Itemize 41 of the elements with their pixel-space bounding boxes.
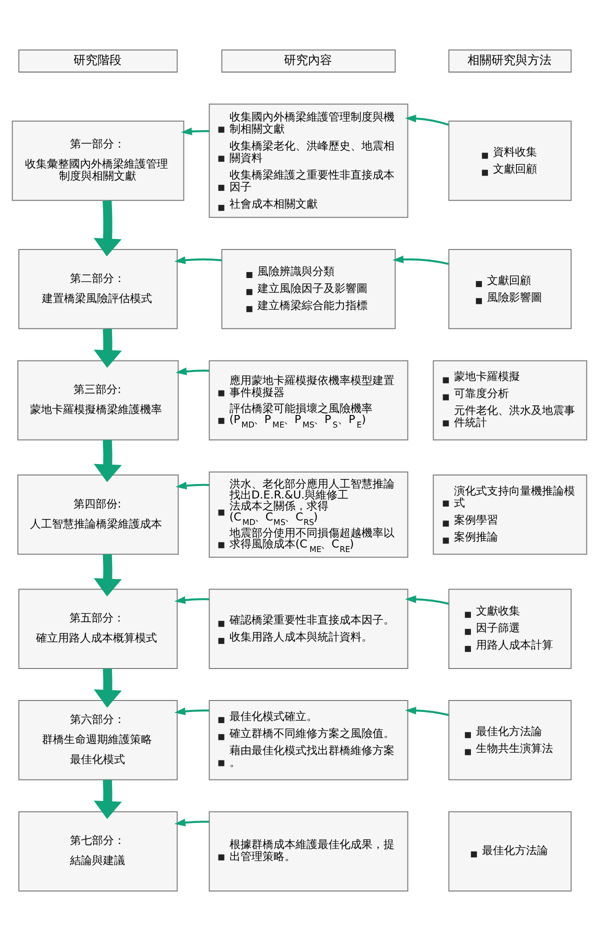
node-box: 文獻收集 因子篩選 用路人成本計算	[448, 588, 572, 668]
node-box: 蒙地卡羅模擬 可靠度分析 元件老化、洪水及地震事件統計	[432, 360, 588, 440]
node-box: 最佳化方法論 生物共生演算法	[448, 700, 572, 780]
node-box: 第二部分： 建置橋梁風險評估模式	[18, 248, 178, 329]
node-box: 第四部份: 人工智慧推論橋梁維護成本	[17, 474, 179, 554]
node-box: 文獻回顧 風險影響圖	[448, 248, 572, 329]
arrow	[94, 328, 122, 368]
arrow	[174, 256, 222, 264]
node-box: 資料收集 文獻回顧	[448, 120, 572, 200]
node-box: 風險辨識與分類 建立風險因子及影響圖 建立橋梁綜合能力指標	[221, 248, 396, 329]
node-box: 第六部分： 群橋生命週期維護策略 最佳化模式	[18, 700, 178, 780]
node-box: 第七部分： 結論與建議	[18, 810, 178, 891]
node-box: 洪水、老化部分應用人工智慧推論找出D.E.R.&U.與維修工法成本之關係，求得(C$_{MD}$、C$_{MS}$、C$_{RS}$) 地震部分使用不同損傷超越機率以求得風險成本(C$_{ME}$、C$_{RE}$)	[208, 471, 408, 558]
arrow	[94, 200, 122, 256]
arrow	[94, 779, 122, 818]
arrow	[392, 255, 449, 264]
arrow	[176, 481, 210, 489]
node-box: 應用蒙地卡羅模擬依機率模型建置事件模擬器 評估橋梁可能損壞之風險機率(P$_{MD}$、P$_{ME}$、P$_{MS}$、P$_{S}$、P$_{E}$)	[208, 360, 408, 440]
node-box: 收集國內外橋梁維護管理制度與機制相關文獻 收集橋梁老化、洪峰歷史、地震相關資料 收集橋梁維護之重要性非直接成本因子 社會成本相關文獻	[208, 103, 408, 218]
arrow	[405, 594, 449, 604]
node-box: 最佳化方法論	[448, 810, 572, 891]
arrow	[405, 114, 449, 126]
arrow	[176, 367, 210, 375]
arrow	[174, 706, 210, 715]
node-box: 研究內容	[221, 49, 396, 72]
node-box: 相關研究與方法	[448, 49, 572, 72]
arrow	[174, 596, 210, 604]
arrow	[180, 127, 210, 135]
arrow	[174, 818, 210, 826]
node-box: 第五部分： 確立用路人成本概算模式	[18, 588, 178, 668]
node-box: 確認橋梁重要性非直接成本因子。 收集用路人成本與統計資料。	[208, 588, 408, 668]
arrow	[405, 706, 449, 716]
node-box: 根據群橋成本維護最佳化成果，提出管理策略。	[208, 810, 408, 891]
arrow	[94, 554, 122, 596]
arrow	[94, 439, 122, 482]
node-box: 第三部分: 蒙地卡羅模擬橋梁維護機率	[17, 360, 179, 440]
node-box: 研究階段	[18, 49, 178, 72]
node-box: 最佳化模式確立。 確立群橋不同維修方案之風險值。 藉由最佳化模式找出群橋維修方案。	[208, 700, 408, 780]
node-box: 演化式支持向量機推論模式 案例學習 案例推論	[432, 474, 588, 554]
node-box: 第一部分： 收集彙整國內外橋梁維護管理制度與相關文獻	[12, 120, 184, 200]
arrow	[94, 668, 122, 708]
